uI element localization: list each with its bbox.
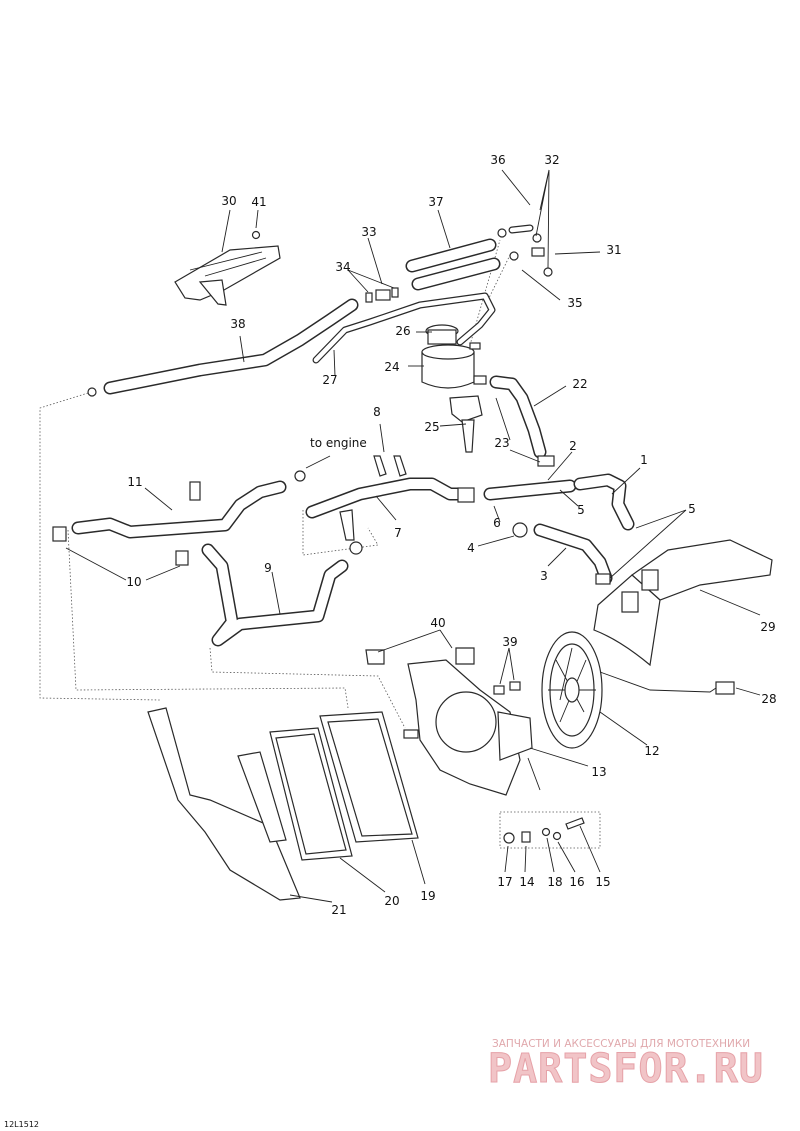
part-38-hose <box>87 298 359 397</box>
part-21-screen <box>147 707 301 901</box>
callout-3: 3 <box>540 569 548 583</box>
part-25-bracket <box>449 395 483 453</box>
part-3-hose <box>533 523 613 585</box>
callout-40: 40 <box>430 616 445 630</box>
callout-24: 24 <box>384 360 399 374</box>
callout-15: 15 <box>595 875 610 889</box>
callout-1: 1 <box>640 453 648 467</box>
callout-17: 17 <box>497 875 512 889</box>
part-27-tube <box>312 292 496 364</box>
callout-39: 39 <box>502 635 517 649</box>
parts-14-18-hardware <box>503 817 585 844</box>
callout-5-a: 5 <box>577 503 585 517</box>
callout-35: 35 <box>567 296 582 310</box>
part-24-reservoir <box>421 324 487 389</box>
part-11-hose <box>71 480 287 539</box>
callout-16: 16 <box>569 875 584 889</box>
callout-31: 31 <box>606 243 621 257</box>
callout-11: 11 <box>127 475 142 489</box>
part-29-shield <box>593 539 773 667</box>
watermark-brand: PARTSFOR.RU <box>488 1046 764 1092</box>
callout-19: 19 <box>420 889 435 903</box>
callout-18: 18 <box>547 875 562 889</box>
part-9-hose <box>201 543 349 647</box>
callout-labels: 1 2 3 4 5 5 6 7 8 9 10 11 12 13 14 15 16… <box>126 153 776 917</box>
part-37-hose <box>405 238 497 273</box>
callout-20: 20 <box>384 894 399 908</box>
callout-22: 22 <box>572 377 587 391</box>
callout-2: 2 <box>569 439 577 453</box>
part-31-32-36-fittings <box>497 224 553 277</box>
part-13-fan-shroud <box>407 659 533 796</box>
part-35-hose <box>411 257 501 291</box>
reference-code: 12L1512 <box>4 1120 39 1129</box>
callout-33: 33 <box>361 225 376 239</box>
callout-38: 38 <box>230 317 245 331</box>
callout-10: 10 <box>126 575 141 589</box>
callout-29: 29 <box>760 620 775 634</box>
callout-34: 34 <box>335 260 350 274</box>
part-19-radiator <box>319 711 419 843</box>
callout-13: 13 <box>591 765 606 779</box>
callout-leaders <box>65 169 761 903</box>
callout-25: 25 <box>424 420 439 434</box>
part-12-fan <box>541 631 735 749</box>
watermark: ЗАПЧАСТИ И АКСЕССУАРЫ ДЛЯ МОТОТЕХНИКИ PA… <box>488 1038 764 1093</box>
callout-21: 21 <box>331 903 346 917</box>
part-20-filter <box>269 727 353 861</box>
callout-28: 28 <box>761 692 776 706</box>
callout-12: 12 <box>644 744 659 758</box>
part-30-bracket <box>174 230 281 306</box>
callout-14: 14 <box>519 875 534 889</box>
callout-8: 8 <box>373 405 381 419</box>
callout-27: 27 <box>322 373 337 387</box>
part-33-fitting <box>365 287 399 303</box>
callout-41: 41 <box>251 195 266 209</box>
assembly-guide-lines <box>39 239 601 849</box>
callout-23: 23 <box>494 436 509 450</box>
callout-32: 32 <box>544 153 559 167</box>
callout-4: 4 <box>467 541 475 555</box>
part-1-hose <box>573 473 635 531</box>
callout-30: 30 <box>221 194 236 208</box>
callout-37: 37 <box>428 195 443 209</box>
hose-clamps <box>52 455 611 585</box>
callout-7: 7 <box>394 526 402 540</box>
to-engine-annotation: to engine <box>310 436 367 450</box>
callout-36: 36 <box>490 153 505 167</box>
callout-9: 9 <box>264 561 272 575</box>
watermark-tagline: ЗАПЧАСТИ И АКСЕССУАРЫ ДЛЯ МОТОТЕХНИКИ <box>492 1038 750 1050</box>
callout-6: 6 <box>493 516 501 530</box>
part-7-hose <box>305 477 475 541</box>
part-22-hose <box>489 375 547 459</box>
part-2-connector <box>483 455 577 538</box>
callout-5-b: 5 <box>688 502 696 516</box>
part-40-mounts <box>365 647 521 695</box>
callout-26: 26 <box>395 324 410 338</box>
